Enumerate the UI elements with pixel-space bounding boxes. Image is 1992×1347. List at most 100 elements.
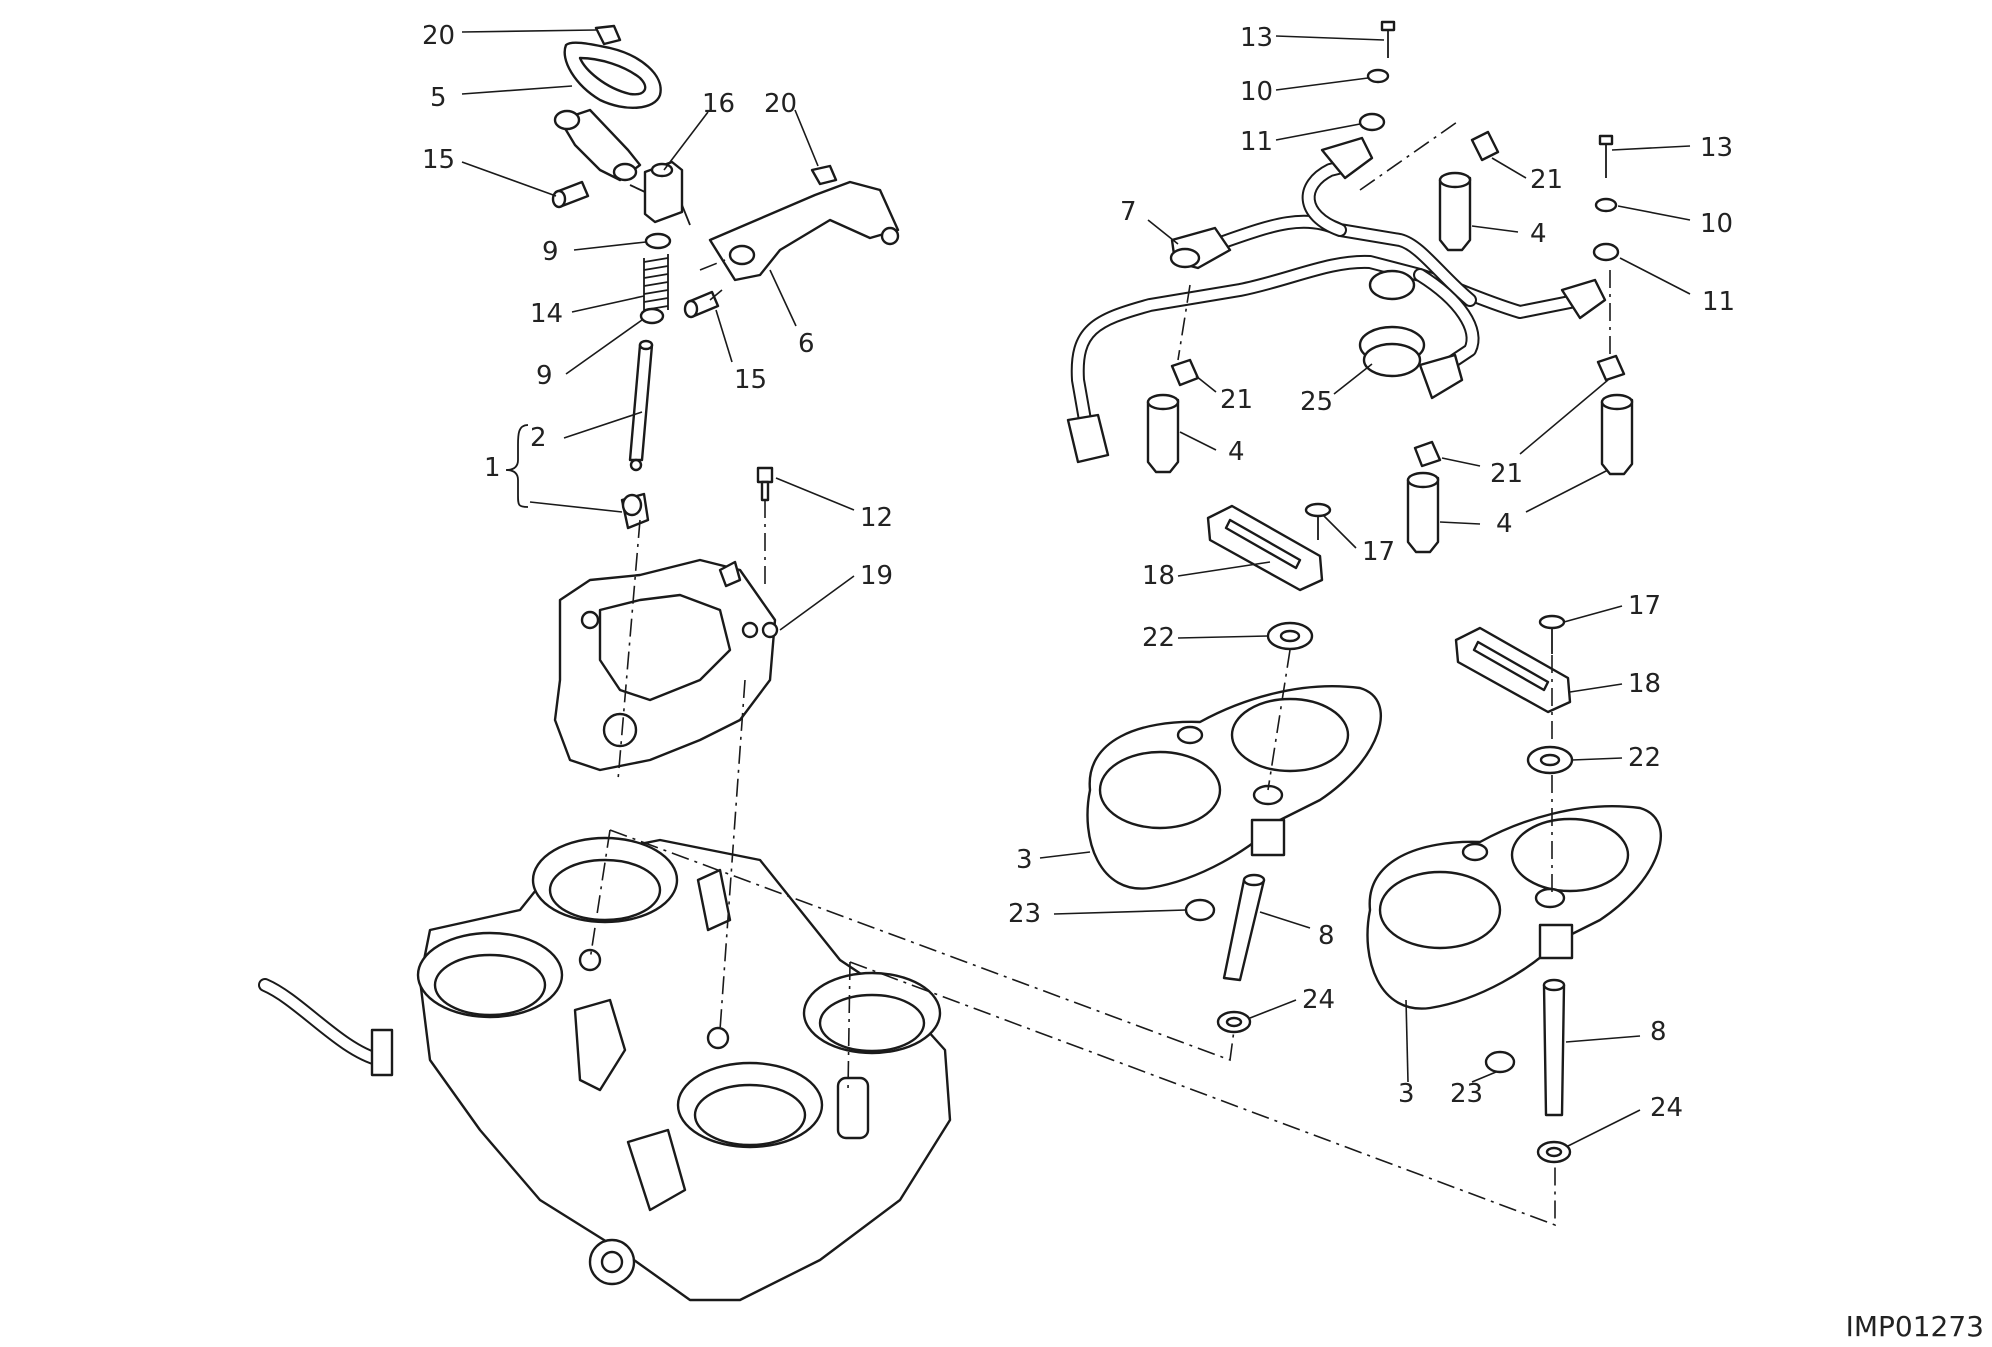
- part-screw-13b: [1598, 134, 1614, 146]
- callout-4: 4: [1530, 219, 1547, 249]
- callout-22: 22: [1628, 743, 1661, 773]
- part-bracket-19-window: [598, 593, 732, 702]
- leader-7: [1147, 219, 1179, 245]
- callout-18: 18: [1142, 561, 1175, 591]
- leader-4c: [1439, 521, 1481, 525]
- callout-3: 3: [1016, 845, 1033, 875]
- part-actuator: [696, 868, 732, 932]
- part-pin-15a-end: [551, 189, 567, 209]
- funnel-assembly: [1086, 685, 1663, 1164]
- part-injector-4b-top: [1146, 393, 1180, 411]
- callout-13: 13: [1700, 133, 1733, 163]
- callout-5: 5: [430, 83, 447, 113]
- part-washer-10a: [1366, 68, 1390, 84]
- axis-bracket-to-body: [719, 679, 746, 1031]
- axis-linkage-15: [709, 289, 723, 301]
- part-spring-14: [643, 257, 669, 311]
- axis-washer-22a: [1267, 649, 1291, 791]
- bracket-assembly: [553, 466, 779, 772]
- part-clip-21c: [1413, 440, 1442, 468]
- leader-10b: [1617, 205, 1691, 221]
- part-injector-4c-top: [1406, 471, 1440, 489]
- callout-4: 4: [1496, 509, 1513, 539]
- part-grommet-25-base: [1362, 342, 1422, 378]
- callout-17: 17: [1628, 591, 1661, 621]
- part-block-16-hole: [650, 162, 674, 178]
- callout-1: 1: [484, 453, 501, 483]
- callout-8: 8: [1650, 1017, 1667, 1047]
- part-washer-10b: [1594, 197, 1618, 213]
- part-connector-block: [626, 1128, 687, 1212]
- part-injector-4d-top: [1600, 393, 1634, 411]
- leader-6: [769, 269, 797, 327]
- part-pulley-hub: [600, 1250, 624, 1274]
- callout-6: 6: [798, 329, 815, 359]
- leader-21b: [1195, 375, 1217, 393]
- part-grommet-11b: [1592, 242, 1620, 262]
- assembly-center-lines: [589, 500, 1556, 1227]
- callout-23: 23: [1450, 1079, 1483, 1109]
- part-bracket-19-hole-c: [761, 621, 779, 639]
- leader-9a: [573, 241, 647, 251]
- part-clip-21d: [1596, 354, 1626, 382]
- part-lever-5-inner: [578, 56, 647, 96]
- axis-funnel-b-route: [849, 961, 1556, 1227]
- callout-9: 9: [542, 237, 559, 267]
- part-air-funnel-3a-bore-b: [1230, 697, 1350, 773]
- leader-15b: [715, 309, 733, 363]
- throttle-body-assembly: [258, 836, 952, 1302]
- callout-2: 2: [530, 423, 547, 453]
- part-rod-2-bottom: [629, 458, 643, 472]
- leader-20a: [461, 29, 597, 33]
- leader-13b: [1611, 145, 1691, 151]
- leader-4b: [1179, 431, 1217, 451]
- part-rod-2: [628, 343, 654, 462]
- part-injector-4a: [1438, 176, 1472, 252]
- callout-19: 19: [860, 561, 893, 591]
- part-washer-9b: [639, 307, 665, 325]
- part-screw-12-shank: [760, 480, 770, 502]
- callout-15: 15: [734, 365, 767, 395]
- leader-23a: [1053, 909, 1187, 915]
- leader-25: [1333, 363, 1373, 395]
- part-bracket-19-hole-a: [580, 610, 600, 630]
- part-breather-hose-inner: [260, 980, 385, 1065]
- leader-16: [663, 111, 709, 171]
- leader-4d: [1525, 469, 1609, 513]
- part-block-16-rod-left: [629, 184, 646, 193]
- leader-24a: [1249, 999, 1297, 1019]
- leader-2: [563, 411, 643, 439]
- callout-22: 22: [1142, 623, 1175, 653]
- part-intake-trumpet-c-bore: [693, 1083, 807, 1147]
- callout-20: 20: [422, 21, 455, 51]
- leader-14: [571, 295, 645, 313]
- leader-21c: [1441, 457, 1481, 467]
- part-hose-fitting: [370, 1028, 394, 1077]
- part-screw-13a: [1380, 20, 1396, 32]
- callout-23: 23: [1008, 899, 1041, 929]
- leader-22a: [1177, 635, 1269, 639]
- leader-10a: [1275, 77, 1369, 91]
- callout-17: 17: [1362, 537, 1395, 567]
- part-washer-24a-hole: [1225, 1016, 1243, 1028]
- callout-10: 10: [1240, 77, 1273, 107]
- part-air-funnel-3b-mount: [1461, 842, 1489, 862]
- part-bracket-19-hole-b: [741, 621, 759, 639]
- leader-11a: [1275, 123, 1361, 141]
- part-lever-6: [708, 180, 900, 282]
- part-rod-8b-top: [1542, 978, 1566, 992]
- part-washer-22b-hole: [1539, 753, 1561, 767]
- leader-19: [779, 575, 855, 631]
- leader-lines: [461, 29, 1691, 1147]
- part-rod-2-top: [638, 339, 654, 351]
- part-washer-22a-hole: [1279, 629, 1301, 643]
- part-injector-4a-top: [1438, 171, 1472, 189]
- axis-link-to-bracket: [617, 519, 641, 781]
- leader-24b: [1567, 1109, 1641, 1147]
- throttle-linkage-assembly: [505, 24, 900, 530]
- clamp-assembly: [1206, 502, 1574, 775]
- part-grommet-23a: [1184, 898, 1216, 922]
- group-brace-1: [505, 424, 529, 508]
- part-pin-15b-end: [683, 299, 699, 319]
